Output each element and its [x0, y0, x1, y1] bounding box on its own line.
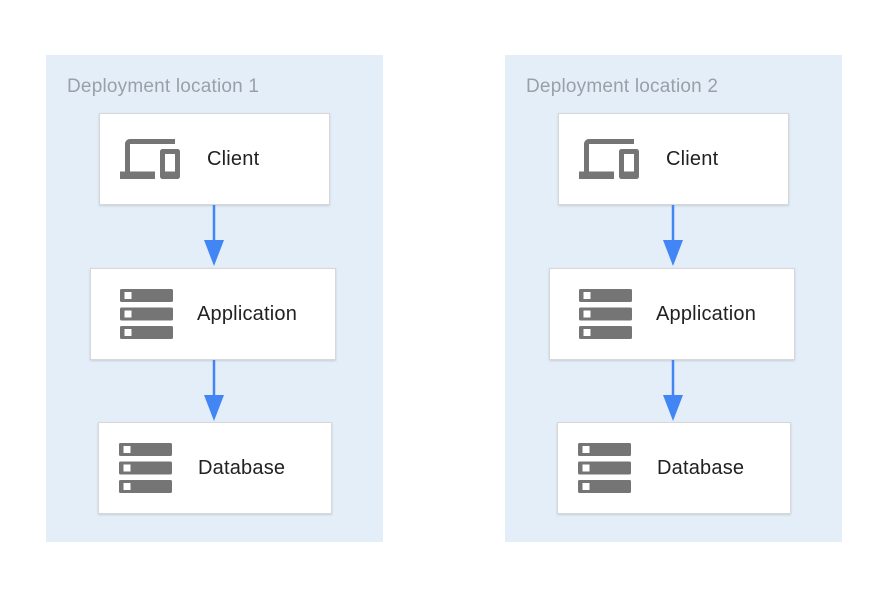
panel-title: Deployment location 2 — [526, 76, 719, 97]
node-application: Application — [549, 268, 795, 360]
arrow-down-icon — [663, 360, 683, 421]
node-database: Database — [98, 422, 332, 514]
arrow-down-icon — [204, 360, 224, 421]
node-client: Client — [558, 113, 789, 205]
node-database: Database — [557, 422, 791, 514]
node-label: Application — [656, 302, 757, 325]
arrow-down-icon — [204, 205, 224, 266]
devices-icon — [579, 129, 639, 189]
server-stack-icon — [120, 289, 173, 339]
devices-icon — [120, 129, 180, 189]
arrow-down-icon — [663, 205, 683, 266]
server-stack-icon — [578, 443, 631, 493]
node-label: Database — [657, 456, 745, 479]
deployment-panel-2: Deployment location 2 Client — [505, 55, 842, 542]
node-application: Application — [90, 268, 336, 360]
server-stack-icon — [119, 443, 172, 493]
node-label: Database — [198, 456, 286, 479]
panel-title: Deployment location 1 — [67, 76, 260, 97]
node-label: Application — [197, 302, 298, 325]
node-label: Client — [207, 147, 260, 170]
node-label: Client — [666, 147, 719, 170]
server-stack-icon — [579, 289, 632, 339]
node-client: Client — [99, 113, 330, 205]
deployment-panel-1: Deployment location 1 Client — [46, 55, 383, 542]
